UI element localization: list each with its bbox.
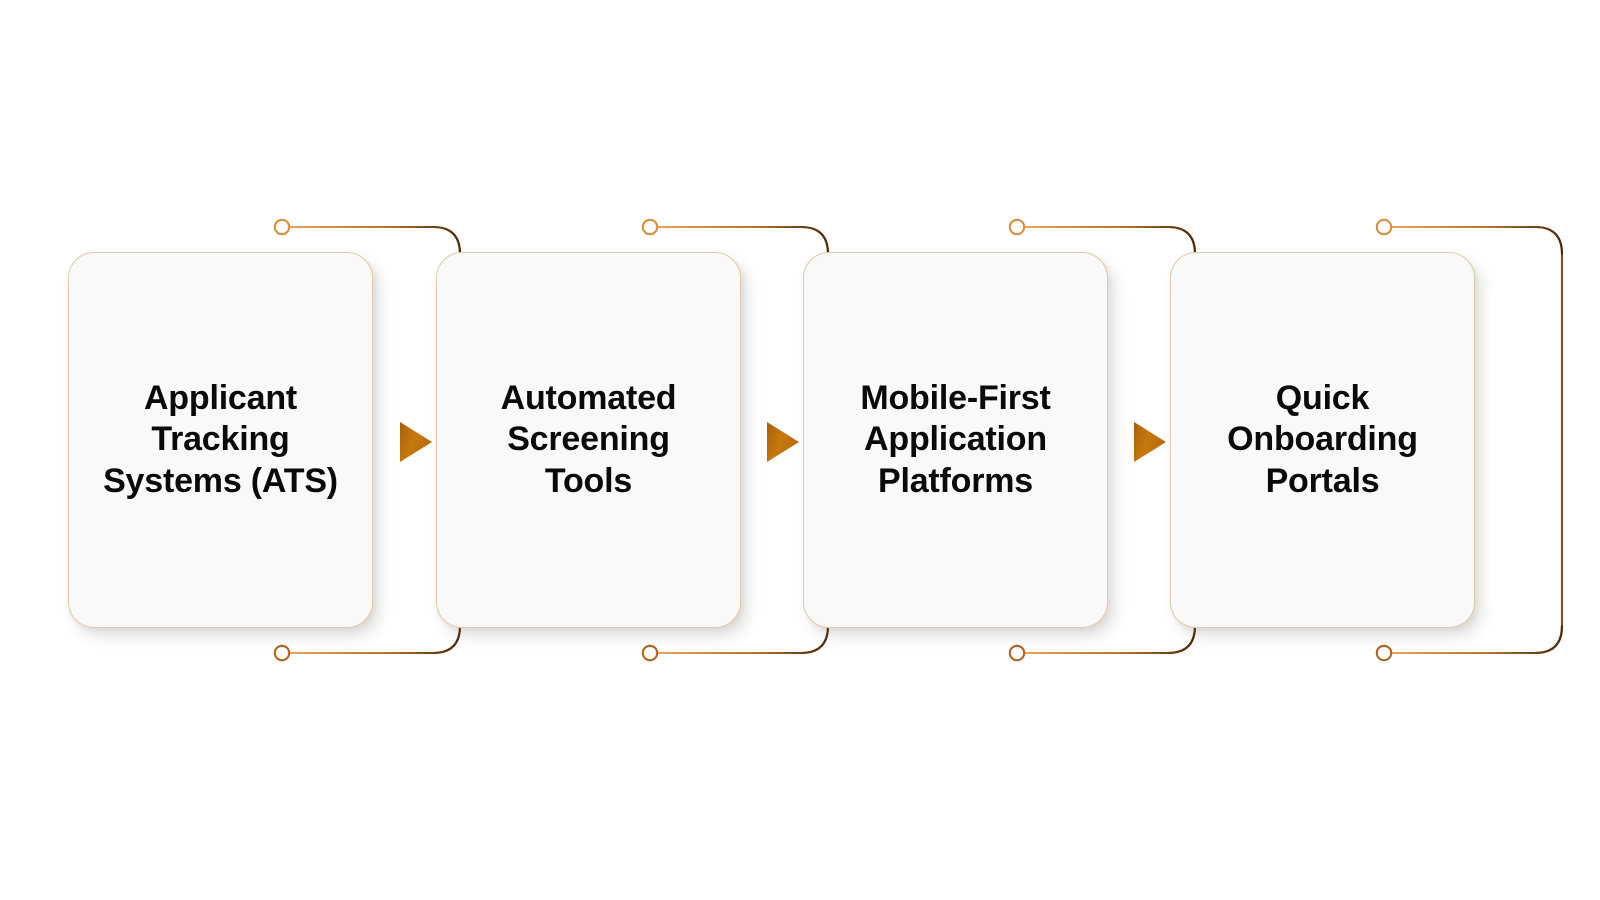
- flow-arrow-1: [400, 422, 432, 462]
- bracket-endpoint-bottom-4: [1375, 644, 1393, 662]
- flow-arrow-3: [1134, 422, 1166, 462]
- step-card-3[interactable]: Mobile-First Application Platforms: [803, 252, 1108, 628]
- flow-step-3[interactable]: Mobile-First Application Platforms: [803, 218, 1197, 662]
- bracket-endpoint-top-2: [641, 218, 659, 236]
- flow-step-4[interactable]: Quick Onboarding Portals: [1170, 218, 1564, 662]
- bracket-endpoint-top-1: [273, 218, 291, 236]
- step-label-3: Mobile-First Application Platforms: [860, 378, 1051, 500]
- bracket-endpoint-bottom-1: [273, 644, 291, 662]
- bracket-endpoint-top-3: [1008, 218, 1026, 236]
- bracket-endpoint-bottom-2: [641, 644, 659, 662]
- step-card-4[interactable]: Quick Onboarding Portals: [1170, 252, 1475, 628]
- bracket-endpoint-top-4: [1375, 218, 1393, 236]
- flow-step-2[interactable]: Automated Screening Tools: [436, 218, 830, 662]
- step-label-2: Automated Screening Tools: [500, 378, 677, 500]
- step-card-2[interactable]: Automated Screening Tools: [436, 252, 741, 628]
- flow-step-1[interactable]: Applicant Tracking Systems (ATS): [68, 218, 462, 662]
- step-label-4: Quick Onboarding Portals: [1227, 378, 1418, 500]
- bracket-endpoint-bottom-3: [1008, 644, 1026, 662]
- flow-arrow-2: [767, 422, 799, 462]
- step-card-1[interactable]: Applicant Tracking Systems (ATS): [68, 252, 373, 628]
- step-label-1: Applicant Tracking Systems (ATS): [103, 378, 338, 500]
